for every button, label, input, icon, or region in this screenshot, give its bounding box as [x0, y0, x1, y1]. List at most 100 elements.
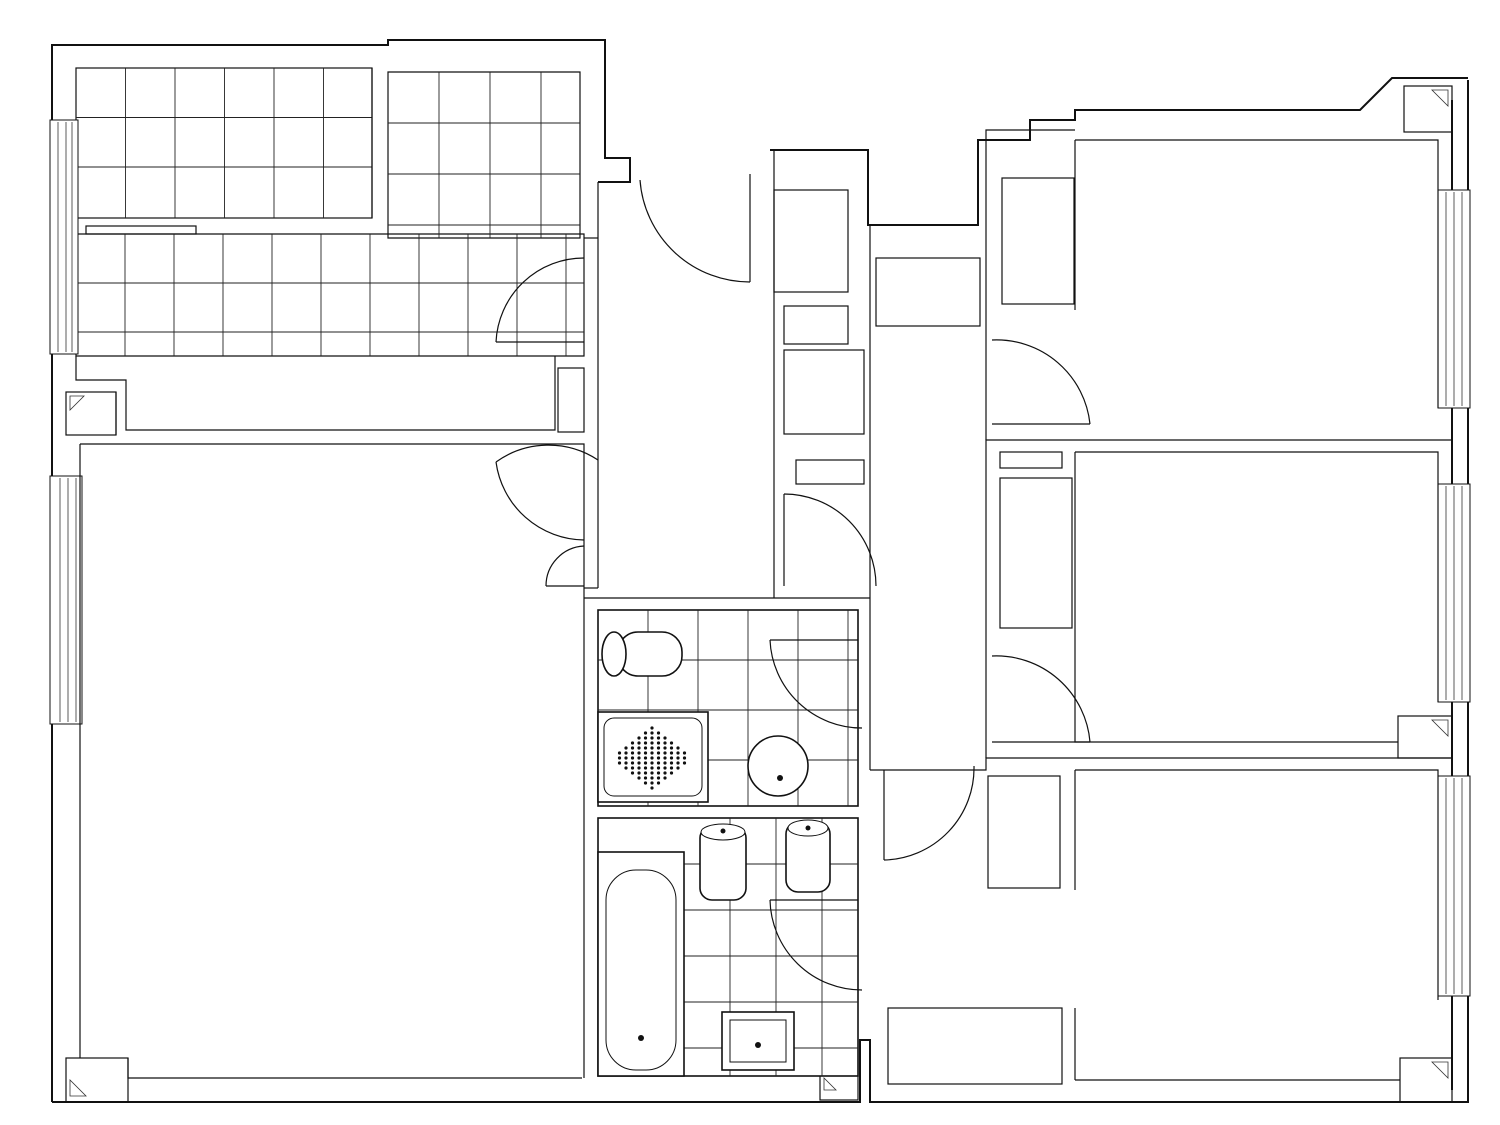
closet-5 — [875, 257, 981, 327]
terrace-tiles — [76, 68, 372, 218]
drain-dot — [656, 746, 661, 750]
door-bedroom-1 — [991, 339, 1091, 425]
drain-dot — [669, 771, 674, 775]
drain-dot — [656, 776, 661, 780]
drain-dot — [669, 756, 674, 760]
drain-dot — [663, 736, 667, 740]
toilet — [601, 631, 683, 677]
bathroom — [597, 817, 859, 1077]
living-room — [79, 443, 598, 1078]
kitchen — [75, 71, 599, 588]
drain-dot — [663, 776, 667, 780]
drain-dot — [630, 761, 635, 765]
drain-dot — [663, 766, 667, 770]
drain-dot — [656, 761, 661, 765]
drain-dot — [669, 746, 674, 750]
drain-dot — [637, 766, 641, 770]
drain-dot — [643, 776, 648, 780]
drain-dot — [650, 761, 654, 765]
drain-dot — [624, 746, 628, 750]
shelf-bedroom-2 — [999, 451, 1063, 469]
doors — [495, 174, 1091, 991]
bedroom-2 — [1074, 451, 1439, 743]
closets — [773, 177, 1075, 1085]
round-sink — [747, 735, 809, 797]
drain-dot — [669, 761, 674, 765]
wardrobe-bedroom-3-b — [887, 1007, 1063, 1085]
drain-dot — [643, 731, 648, 735]
drain-dot — [637, 776, 641, 780]
drain-dot — [643, 751, 648, 755]
drain-dot — [637, 741, 641, 745]
drain-dot — [637, 761, 641, 765]
window-living — [49, 475, 83, 725]
drain-dot — [650, 766, 654, 770]
drain-dot — [650, 756, 654, 760]
window-terrace — [49, 119, 79, 355]
drain-dot — [656, 756, 661, 760]
drain-dot — [637, 746, 641, 750]
terrace — [75, 67, 373, 235]
wardrobe-bedroom-3 — [987, 775, 1061, 889]
door-bathroom — [769, 899, 863, 991]
bathtub — [597, 851, 685, 1077]
drain-dot — [630, 751, 635, 755]
drain-dot — [643, 746, 648, 750]
drain-dot — [650, 751, 654, 755]
drain-dot — [650, 771, 654, 775]
closet-2 — [783, 305, 849, 345]
column-e — [1397, 715, 1453, 759]
window-bedroom-2 — [1437, 483, 1471, 703]
drain-dot — [669, 741, 674, 745]
drain-dot — [637, 756, 641, 760]
drain-dot — [676, 756, 680, 760]
drain-dot — [643, 771, 648, 775]
drain-dot — [656, 731, 661, 735]
drain-dot — [663, 746, 667, 750]
drain-dot — [643, 756, 648, 760]
drain-dot — [643, 761, 648, 765]
door-bedroom-3 — [883, 765, 975, 861]
drain-dot — [676, 751, 680, 755]
drain-dot — [682, 761, 687, 765]
drain-dot — [656, 771, 661, 775]
drain-dot — [656, 736, 661, 740]
drain-dot — [617, 751, 622, 755]
drain-dot — [617, 761, 622, 765]
drain-dot — [663, 741, 667, 745]
windows — [49, 119, 1471, 997]
door-washroom-hall — [783, 493, 877, 587]
drain-dot — [663, 751, 667, 755]
closet-1 — [773, 189, 849, 293]
drain-dot — [656, 741, 661, 745]
drain-dot — [650, 781, 654, 785]
kitchen-tiles — [76, 72, 584, 356]
drain-dot — [637, 771, 641, 775]
drain-dot — [643, 766, 648, 770]
drain-dot — [663, 771, 667, 775]
drain-dot — [650, 776, 654, 780]
drain-dot — [617, 756, 622, 760]
drain-dot — [624, 751, 628, 755]
closet-4 — [795, 459, 865, 485]
washbasin-2 — [721, 1011, 795, 1071]
drain-dot — [669, 751, 674, 755]
drain-dot — [630, 771, 635, 775]
drain-dot — [624, 761, 628, 765]
bidet — [785, 819, 831, 893]
bedroom-1 — [1075, 139, 1439, 408]
drain-dot — [630, 756, 635, 760]
column-sw — [65, 1057, 582, 1103]
drain-dot — [656, 781, 661, 785]
window-bedroom-3 — [1437, 775, 1471, 997]
column-nw — [65, 391, 117, 436]
drain-dot — [656, 751, 661, 755]
door-bedroom-2 — [991, 655, 1091, 743]
drain-dot — [663, 756, 667, 760]
drain-dot — [630, 766, 635, 770]
window-bedroom-1 — [1437, 189, 1471, 409]
drain-dot — [643, 741, 648, 745]
drain-dot — [682, 756, 687, 760]
drain-dot — [650, 741, 654, 745]
